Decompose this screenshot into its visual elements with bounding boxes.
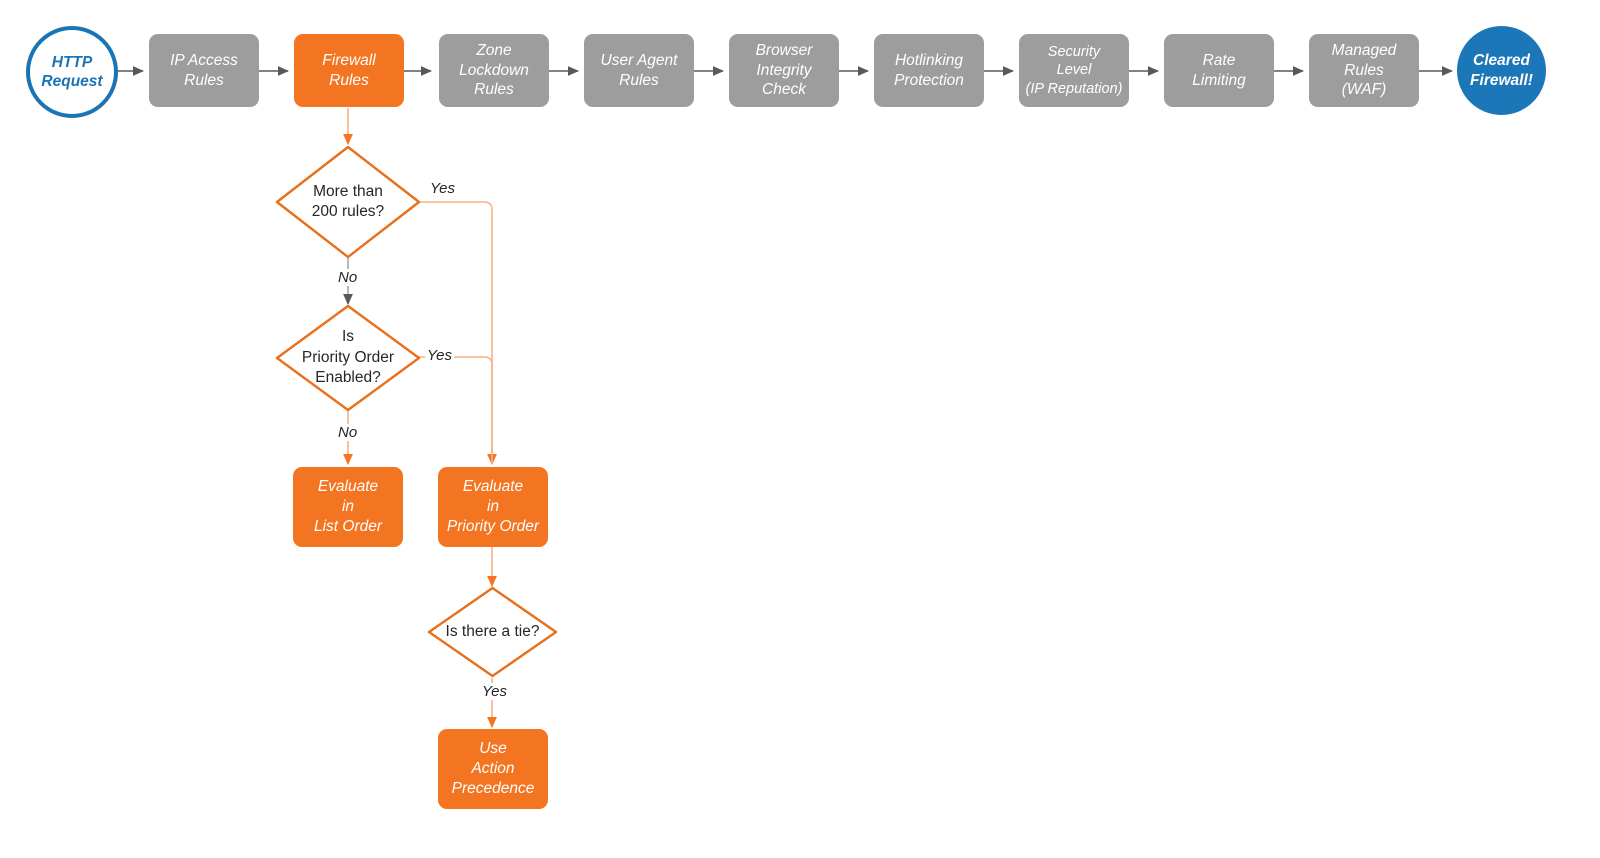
outcome-node-evaluate-in-list-order[interactable]: Evaluate in List Order xyxy=(293,467,403,547)
end-node-cleared-firewall[interactable]: Cleared Firewall! xyxy=(1457,26,1546,115)
edge-label-tie-yes: Yes xyxy=(480,683,510,700)
start-node-http-request[interactable]: HTTP Request xyxy=(26,26,118,118)
node-label: User Agent Rules xyxy=(600,51,678,89)
node-label: Is Priority Order Enabled? xyxy=(301,328,395,387)
edge-label-more-than-200-yes: Yes xyxy=(428,180,458,197)
process-node-security-level[interactable]: Security Level (IP Reputation) xyxy=(1019,34,1129,107)
process-node-firewall-rules[interactable]: Firewall Rules xyxy=(294,34,404,107)
node-label: Zone Lockdown Rules xyxy=(459,41,529,99)
decision-node-is-priority-order-enabled[interactable]: Is Priority Order Enabled? xyxy=(275,304,421,412)
start-node-label: HTTP Request xyxy=(41,53,103,90)
process-node-user-agent-rules[interactable]: User Agent Rules xyxy=(584,34,694,107)
node-label: Firewall Rules xyxy=(322,51,376,89)
edge-label-priority-order-yes: Yes xyxy=(425,347,455,364)
decision-node-is-there-a-tie[interactable]: Is there a tie? xyxy=(427,586,558,678)
process-node-browser-integrity-check[interactable]: Browser Integrity Check xyxy=(729,34,839,107)
node-label: Managed Rules (WAF) xyxy=(1331,41,1397,99)
outcome-node-evaluate-in-priority-order[interactable]: Evaluate in Priority Order xyxy=(438,467,548,547)
node-label: Hotlinking Protection xyxy=(894,51,964,89)
process-node-ip-access-rules[interactable]: IP Access Rules xyxy=(149,34,259,107)
node-label: IP Access Rules xyxy=(170,51,238,89)
edge-label-priority-order-no: No xyxy=(336,424,360,441)
end-node-label: Cleared Firewall! xyxy=(1470,52,1533,89)
process-node-zone-lockdown-rules[interactable]: Zone Lockdown Rules xyxy=(439,34,549,107)
node-label: More than 200 rules? xyxy=(311,182,385,220)
node-label: Rate Limiting xyxy=(1192,51,1246,89)
diamond-shape-icon xyxy=(275,145,421,259)
diamond-shape-icon xyxy=(275,304,421,412)
node-label: Is there a tie? xyxy=(445,622,540,640)
decision-node-more-than-200-rules[interactable]: More than 200 rules? xyxy=(275,145,421,259)
diamond-shape-icon xyxy=(427,586,558,678)
process-node-rate-limiting[interactable]: Rate Limiting xyxy=(1164,34,1274,107)
process-node-managed-rules-waf[interactable]: Managed Rules (WAF) xyxy=(1309,34,1419,107)
outcome-node-use-action-precedence[interactable]: Use Action Precedence xyxy=(438,729,548,809)
node-label: Browser Integrity Check xyxy=(755,41,813,99)
node-label: Security Level (IP Reputation) xyxy=(1025,43,1123,97)
node-label: Evaluate in List Order xyxy=(313,478,383,535)
node-label: Evaluate in Priority Order xyxy=(446,478,540,535)
process-node-hotlinking-protection[interactable]: Hotlinking Protection xyxy=(874,34,984,107)
edge-label-more-than-200-no: No xyxy=(336,269,360,286)
node-label: Use Action Precedence xyxy=(451,740,535,797)
